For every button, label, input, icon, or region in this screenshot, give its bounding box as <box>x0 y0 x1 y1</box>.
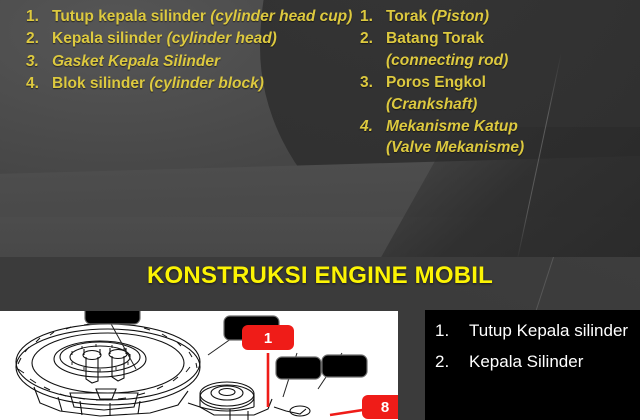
callout-box-black[interactable] <box>275 356 322 380</box>
list-item-number: 1. <box>26 8 39 25</box>
list-item-translation: (Crankshaft) <box>386 95 478 113</box>
list-item-translation: (cylinder head) <box>166 30 277 48</box>
list-item-text: Tutup kepala silinder (cylinder head cup… <box>52 6 354 27</box>
list-item-number: 4. <box>26 75 39 93</box>
list-item-label: Tutup Kepala silinder <box>469 321 629 340</box>
engine-diagram-svg: 1 8 <box>15 311 398 420</box>
list-item: 2. Kepala silinder (cylinder head) <box>24 28 354 49</box>
callout-badges: 1 8 <box>242 325 398 419</box>
list-item-text: Blok silinder (cylinder block) <box>52 73 354 94</box>
list-item-number: 3. <box>360 74 373 92</box>
list-item-text: Mekanisme Katup (Valve Mekanisme) <box>386 116 630 159</box>
list-item-label: Batang Torak <box>386 30 484 48</box>
list-item-label: Poros Engkol <box>386 74 486 92</box>
list-item-translation: (cylinder head cup) <box>210 8 353 25</box>
badge-8-value: 8 <box>381 399 389 416</box>
badge-1-background[interactable] <box>242 325 294 350</box>
component-list-right: 1. Torak (Piston) 2. Batang Torak (connec… <box>358 6 630 159</box>
list-item: 4. Blok silinder (cylinder block) <box>24 73 354 94</box>
list-item-translation: (cylinder block) <box>149 75 264 93</box>
list-item: 2. Batang Torak (connecting rod) <box>358 28 630 71</box>
badge-8-background[interactable] <box>362 395 398 419</box>
list-item: 3. Gasket Kepala Silinder <box>24 51 354 72</box>
list-item-number: 3. <box>26 52 39 70</box>
component-list-bottom: 1. Tutup Kepala silinder 2. Kepala Silin… <box>425 310 640 374</box>
slide-top: 1. Tutup kepala silinder (cylinder head … <box>0 0 640 257</box>
list-item: 4. Mekanisme Katup (Valve Mekanisme) <box>358 116 630 159</box>
list-item-translation: (Valve Mekanisme) <box>386 139 525 157</box>
list-item-label: Gasket Kepala Silinder <box>52 52 220 70</box>
list-item: 1. Tutup Kepala silinder <box>425 320 640 343</box>
list-item-label: Torak <box>386 8 428 25</box>
list-item-text: Torak (Piston) <box>386 6 630 27</box>
list-item-number: 2. <box>26 30 39 48</box>
list-item-number: 1. <box>435 321 450 340</box>
top-slide-left-column: 1. Tutup kepala silinder (cylinder head … <box>24 6 354 96</box>
list-item-text: Poros Engkol (Crankshaft) <box>386 72 630 115</box>
list-item-text: Kepala silinder (cylinder head) <box>52 28 354 49</box>
component-list-panel: 1. Tutup Kepala silinder 2. Kepala Silin… <box>425 310 640 420</box>
badge-1-value: 1 <box>264 330 272 347</box>
callout-box-black[interactable] <box>321 354 368 378</box>
list-item-number: 4. <box>360 117 373 135</box>
flywheel-assembly-drawing <box>15 322 311 420</box>
list-item: 3. Poros Engkol (Crankshaft) <box>358 72 630 115</box>
list-item-text: Gasket Kepala Silinder <box>52 51 354 72</box>
list-item-translation: (connecting rod) <box>386 51 509 69</box>
list-item: 1. Tutup kepala silinder (cylinder head … <box>24 6 354 27</box>
slide-bottom: KONSTRUKSI ENGINE MOBIL <box>0 257 640 420</box>
list-item-number: 2. <box>360 30 373 48</box>
engine-diagram-panel: 1 8 <box>0 311 398 420</box>
list-item-label: Tutup kepala silinder <box>52 8 206 25</box>
list-item-label: Kepala Silinder <box>469 351 584 371</box>
list-item-label: Blok silinder <box>52 75 146 93</box>
component-list-left: 1. Tutup kepala silinder (cylinder head … <box>24 6 354 95</box>
list-item: 2. Kepala Silinder <box>425 351 640 374</box>
page-title: KONSTRUKSI ENGINE MOBIL <box>147 262 493 289</box>
callout-box-black[interactable] <box>84 311 141 325</box>
list-item-number: 1. <box>360 8 373 25</box>
list-item: 1. Torak (Piston) <box>358 6 630 27</box>
list-item-label: Kepala silinder <box>52 30 163 48</box>
list-item-translation: (Piston) <box>431 8 490 25</box>
list-item-number: 2. <box>435 351 450 371</box>
top-slide-right-column: 1. Torak (Piston) 2. Batang Torak (connec… <box>358 6 630 160</box>
list-item-label: Mekanisme Katup <box>386 117 518 135</box>
list-item-text: Batang Torak (connecting rod) <box>386 28 630 71</box>
